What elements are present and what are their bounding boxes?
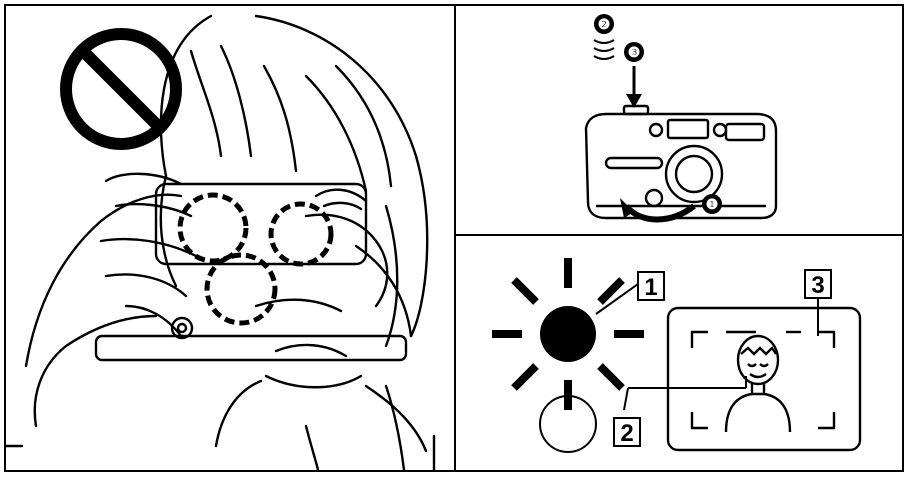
camera-body bbox=[584, 104, 778, 220]
panel-incorrect-holding bbox=[4, 4, 456, 472]
incorrect-holding-illustration bbox=[6, 14, 436, 470]
press-arrow-icon bbox=[626, 66, 642, 108]
svg-text:❷: ❷ bbox=[598, 16, 611, 32]
panel-viewfinder: 1 2 3 bbox=[454, 234, 904, 472]
sun-icon bbox=[492, 258, 644, 410]
svg-text:3: 3 bbox=[811, 272, 824, 299]
moon-outline bbox=[539, 395, 597, 453]
viewfinder-frame bbox=[666, 306, 862, 452]
step-3-marker: ❸ bbox=[624, 42, 644, 62]
step-1-marker: ❶ bbox=[702, 194, 722, 214]
hair-line bbox=[159, 14, 213, 178]
svg-text:❸: ❸ bbox=[628, 44, 641, 60]
callout-box-2: 2 bbox=[613, 417, 641, 447]
callout-box-1: 1 bbox=[637, 271, 665, 301]
camera-illustration: ❷ ❸ bbox=[584, 14, 778, 223]
dashed-circle-lens bbox=[204, 252, 278, 326]
step-2-marker: ❷ bbox=[594, 14, 614, 34]
finger-highlight-circles bbox=[177, 192, 334, 326]
svg-text:2: 2 bbox=[620, 420, 633, 447]
svg-text:1: 1 bbox=[644, 274, 657, 301]
camera-lens bbox=[664, 144, 724, 204]
rotate-arrow-icon bbox=[620, 198, 696, 223]
svg-text:❶: ❶ bbox=[706, 196, 719, 212]
panel-shutter-steps: ❷ ❸ bbox=[454, 4, 904, 236]
shutter-button bbox=[622, 104, 650, 116]
dashed-circle-sensor bbox=[268, 201, 334, 267]
viewfinder-illustration: 1 2 3 bbox=[492, 258, 862, 453]
callout-box-3: 3 bbox=[804, 269, 832, 299]
half-press-waves-icon bbox=[593, 39, 615, 60]
callout-leaders bbox=[595, 283, 819, 411]
dashed-circle-flash bbox=[177, 192, 249, 264]
prohibition-icon bbox=[60, 28, 182, 150]
